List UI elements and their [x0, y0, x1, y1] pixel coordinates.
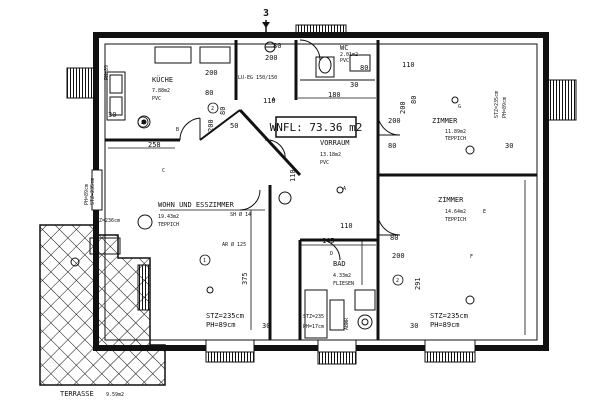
marker-letters: 1 2 2 2 A B C D E F G A — [141, 97, 486, 284]
sh-label: SH Ø 14 — [230, 211, 251, 218]
dim-80-e: 80 — [388, 142, 396, 150]
zimmer-top-floor: TEPPICH — [445, 136, 466, 142]
marker-d: D — [330, 251, 333, 257]
dim-30-e: 30 — [505, 142, 513, 150]
ph-89-kitchen-label: PH=89 — [104, 65, 110, 80]
dim-375: 375 — [241, 272, 249, 285]
dim-291: 291 — [414, 277, 422, 290]
bad-floor: FLIESEN — [333, 281, 354, 287]
vorraum-name: VORRAUM — [320, 139, 350, 147]
wc-fixtures — [300, 54, 375, 81]
zimmer-bottom-ph: PH=89cm — [430, 321, 460, 329]
dim-30-c: 30 — [410, 322, 418, 330]
dim-200-a: 200 — [205, 69, 218, 77]
dim-110-right: 110 — [402, 61, 415, 69]
area-box — [275, 116, 357, 138]
misc-labels: LU-EG 150/150 AR Ø 125 SH Ø 14 STZ=236cm… — [84, 65, 350, 330]
dim-110-vor: 110 — [340, 222, 353, 230]
windows — [66, 24, 577, 365]
marker-1: 1 — [203, 258, 206, 264]
wc-name: WC — [340, 44, 348, 52]
dim-80-d: 80 — [219, 107, 227, 115]
wohn-ph: PH=89cm — [206, 321, 236, 329]
dim-30-a: 30 — [350, 81, 358, 89]
dimension-numbers: 200 80 200 80 110 180 80 30 258 200 50 8… — [108, 42, 513, 330]
kitchen-fixtures — [106, 46, 231, 129]
dim-110-top: 110 — [263, 97, 276, 105]
dim-80-c: 80 — [360, 64, 368, 72]
wc-floor: PVC — [340, 58, 349, 64]
vorraum-floor: PVC — [320, 160, 329, 166]
marker-g: G — [458, 104, 461, 110]
lu-eg-label: LU-EG 150/150 — [238, 75, 277, 81]
marker-f: F — [470, 254, 473, 260]
zimmer-top-name: ZIMMER — [432, 117, 458, 125]
dim-80-b: 80 — [273, 42, 281, 50]
area-total: WNFL: 73.36 m2 — [270, 121, 363, 134]
dim-30-d: 30 — [108, 111, 116, 119]
terrasse-area: 9.59m2 — [106, 392, 124, 398]
dim-50: 50 — [230, 122, 238, 130]
section-marker: 3 — [263, 8, 269, 19]
zimmer-bottom-area: 14.64m2 — [445, 209, 466, 215]
stz-235-left-label: STZ=235cm — [90, 178, 96, 205]
fixture-symbols — [70, 41, 475, 305]
dim-145: 145 — [322, 237, 335, 245]
dim-200-c: 200 — [207, 119, 215, 132]
marker-b: B — [176, 127, 179, 133]
marker-2c: 2 — [396, 278, 399, 284]
dim-80-z: 80 — [410, 96, 418, 104]
zimmer-top-area: 11.89m2 — [445, 129, 466, 135]
kueche-floor: PVC — [152, 96, 161, 102]
ar-label: AR Ø 125 — [222, 241, 246, 248]
marker-2a: 2 — [141, 120, 144, 126]
kueche-name: KÜCHE — [152, 75, 173, 84]
room-markers — [137, 102, 404, 286]
zimmer-top-stz: STZ=235cm — [494, 91, 500, 118]
wohn-floor: TEPPICH — [158, 222, 179, 228]
kueche-area: 7.88m2 — [152, 88, 170, 94]
stz-236-label: STZ=236cm — [93, 218, 120, 224]
marker-a: A — [272, 97, 275, 103]
bad-ph: PH=17cm — [303, 324, 324, 330]
dim-258: 258 — [148, 141, 161, 149]
door-swings — [179, 39, 401, 261]
dim-200-e: 200 — [388, 117, 401, 125]
marker-2b: 2 — [211, 106, 214, 112]
dim-110-mid: 110 — [289, 169, 297, 182]
bath-fixtures — [304, 289, 376, 339]
marker-e: E — [483, 209, 486, 215]
wohn-name: WOHN UND ESSZIMMER — [158, 201, 235, 209]
dim-30-b: 30 — [262, 322, 270, 330]
zimmer-bottom-floor: TEPPICH — [445, 217, 466, 223]
room-labels: KÜCHE 7.88m2 PVC WC 2.01m2 PVC ZIMMER 11… — [60, 44, 508, 398]
dim-180: 180 — [328, 91, 341, 99]
dim-200-z: 200 — [399, 101, 407, 114]
rohr-label: ABWR — [344, 317, 350, 330]
marker-a2: A — [343, 186, 346, 192]
zimmer-bottom-name: ZIMMER — [438, 196, 464, 204]
dim-200-f: 200 — [392, 252, 405, 260]
vorraum-area: 13.18m2 — [320, 152, 341, 158]
wc-area: 2.01m2 — [340, 52, 358, 58]
marker-c: C — [162, 168, 165, 174]
ph-89-left-label: PH=89cm — [84, 184, 90, 205]
zimmer-top-ph: PH=89cm — [502, 97, 508, 118]
dim-80-f: 80 — [390, 234, 398, 242]
bad-area: 4.33m2 — [333, 273, 351, 279]
terrasse-name: TERRASSE — [60, 390, 94, 398]
bad-name: BAD — [333, 260, 346, 268]
inner-walls — [105, 40, 537, 340]
dimension-lines — [108, 97, 526, 335]
zimmer-bottom-stz: STZ=235cm — [430, 312, 468, 320]
wohn-stz: STZ=235cm — [206, 312, 244, 320]
bad-stz: STZ=235 — [303, 314, 324, 320]
wohn-area: 19.43m2 — [158, 214, 179, 220]
dim-80-a: 80 — [205, 89, 213, 97]
dim-200-b: 200 — [265, 54, 278, 62]
